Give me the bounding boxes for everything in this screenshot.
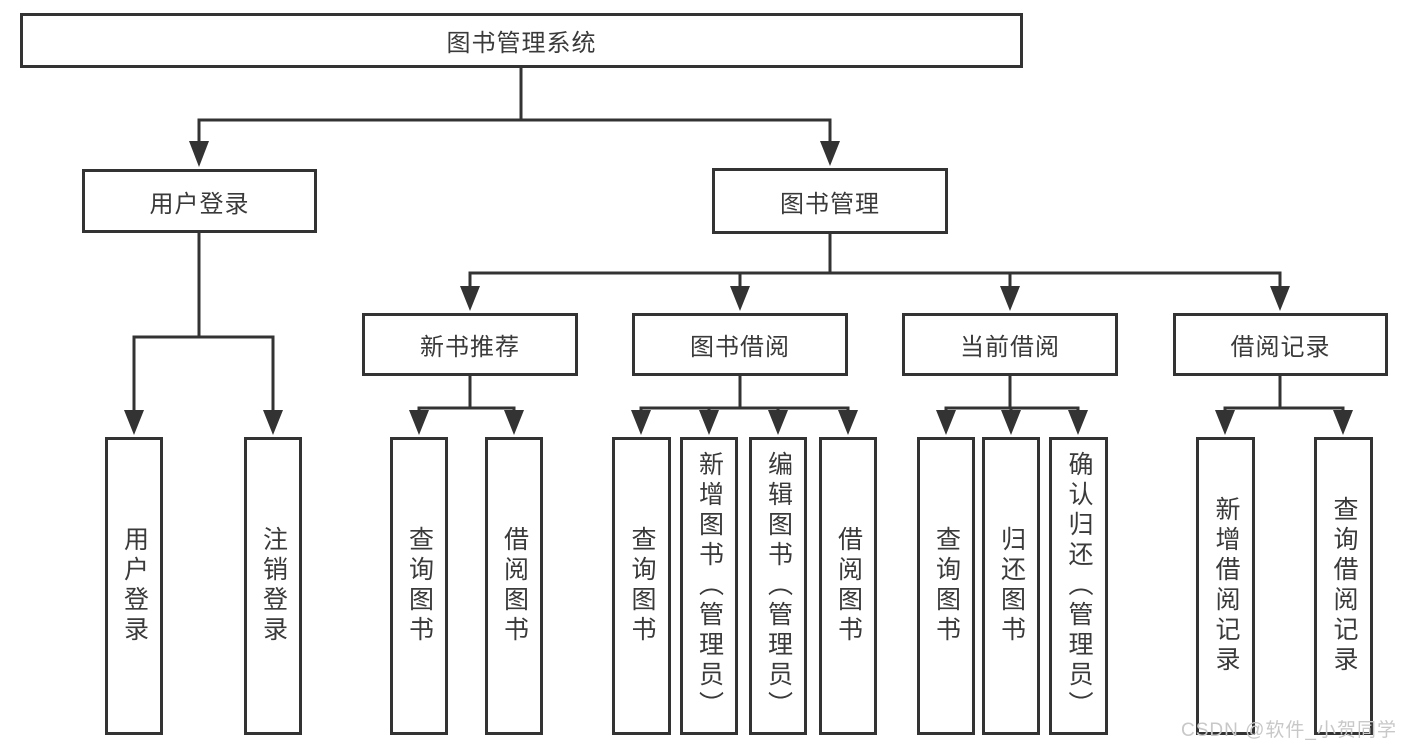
leaf-borrow-add-books-admin: 新增图书（管理员） bbox=[680, 437, 738, 735]
connector-user-login bbox=[132, 231, 275, 415]
leaf-records-query-record: 查询借阅记录 bbox=[1314, 437, 1373, 735]
connector-borrow-records bbox=[1223, 374, 1345, 416]
arrowheads bbox=[124, 141, 1353, 435]
node-borrow-records: 借阅记录 bbox=[1173, 313, 1388, 376]
leaf-current-confirm-return-admin: 确认归还（管理员） bbox=[1049, 437, 1108, 735]
node-user-login: 用户登录 bbox=[82, 169, 317, 233]
leaf-logout: 注销登录 bbox=[244, 437, 302, 735]
node-book-borrow: 图书借阅 bbox=[632, 313, 848, 376]
leaf-current-return-books: 归还图书 bbox=[982, 437, 1040, 735]
node-new-book-recommend: 新书推荐 bbox=[362, 313, 578, 376]
connector-current-borrow bbox=[944, 374, 1080, 416]
leaf-recommend-borrow-books: 借阅图书 bbox=[485, 437, 543, 735]
leaf-user-login: 用户登录 bbox=[105, 437, 163, 735]
leaf-recommend-query-books: 查询图书 bbox=[390, 437, 448, 735]
leaf-records-add-record: 新增借阅记录 bbox=[1196, 437, 1255, 735]
connector-root bbox=[197, 66, 832, 147]
connector-book-borrow bbox=[639, 374, 850, 416]
csdn-watermark: CSDN @软件_小贺同学 bbox=[1181, 720, 1397, 741]
connector-book-management bbox=[468, 232, 1282, 292]
leaf-borrow-edit-books-admin: 编辑图书（管理员） bbox=[749, 437, 807, 735]
node-current-borrow: 当前借阅 bbox=[902, 313, 1118, 376]
node-book-management: 图书管理 bbox=[712, 168, 948, 234]
connector-new-book-recommend bbox=[417, 374, 516, 416]
leaf-current-query-books: 查询图书 bbox=[917, 437, 975, 735]
leaf-borrow-borrow-books: 借阅图书 bbox=[819, 437, 877, 735]
leaf-borrow-query-books: 查询图书 bbox=[612, 437, 671, 735]
node-root: 图书管理系统 bbox=[20, 13, 1023, 68]
